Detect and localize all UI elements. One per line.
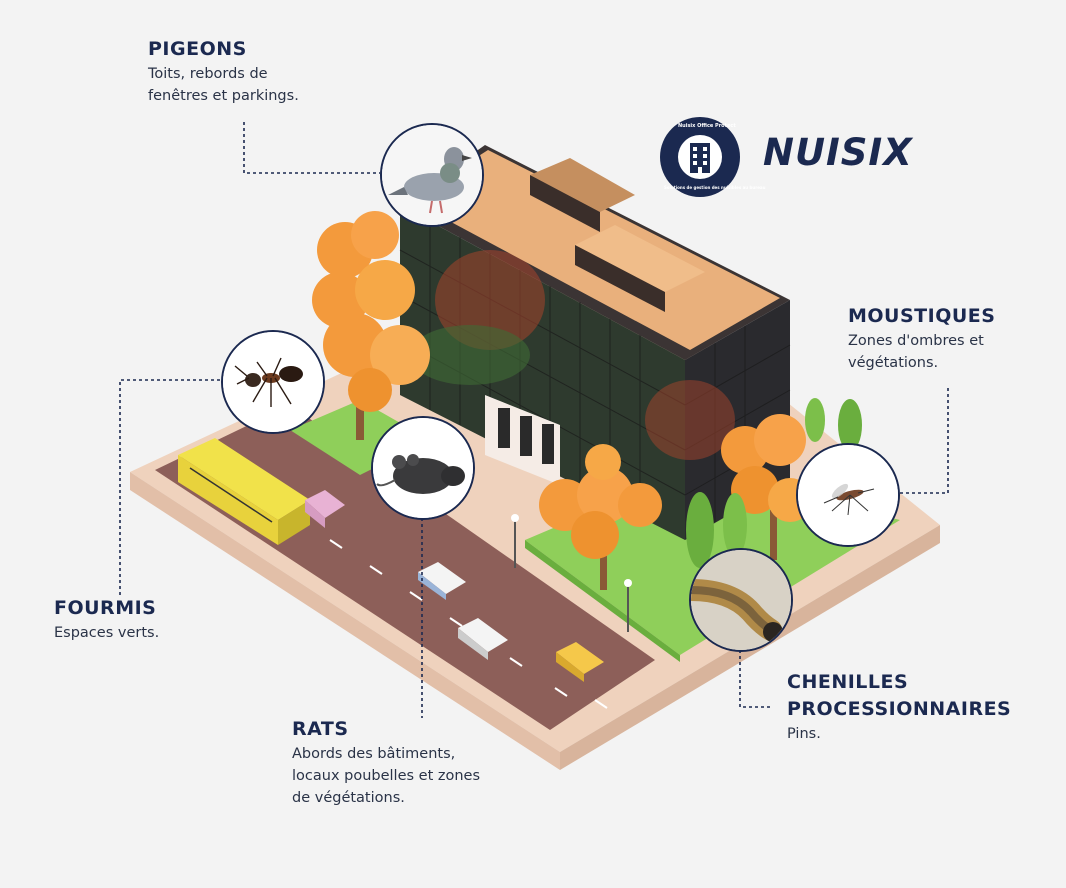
label-fourmis: FOURMIS Espaces verts. <box>54 595 159 644</box>
rats-desc: Abords des bâtiments, locaux poubelles e… <box>292 746 481 806</box>
caterpillar-icon <box>691 550 791 650</box>
rat-icon <box>373 418 473 518</box>
building-icon <box>678 135 722 179</box>
brand-badge: Nuisix Office Protect Solutions de gesti… <box>660 117 765 197</box>
label-moustiques: MOUSTIQUES Zones d'ombres et végétations… <box>848 303 995 374</box>
pigeons-desc: Toits, rebords de fenêtres et parkings. <box>148 66 299 104</box>
moustiques-desc: Zones d'ombres et végétations. <box>848 333 984 371</box>
label-rats: RATS Abords des bâtiments, locaux poubel… <box>292 716 480 809</box>
caterpillar-photo <box>689 548 793 652</box>
street-lamps <box>511 514 632 632</box>
brand-logo: Nuisix Office Protect Solutions de gesti… <box>660 117 950 197</box>
rats-title: RATS <box>292 718 349 740</box>
label-chenilles: CHENILLES PROCESSIONNAIRES Pins. <box>787 669 1011 745</box>
fourmis-desc: Espaces verts. <box>54 625 160 641</box>
badge-text-bottom: Solutions de gestion des nuisibles au bu… <box>664 185 766 190</box>
brand-name: NUISIX <box>763 131 913 174</box>
pigeon-icon <box>382 125 482 225</box>
rat-photo <box>371 416 475 520</box>
ant-icon <box>223 332 323 432</box>
fourmis-title: FOURMIS <box>54 597 157 619</box>
chenilles-title-line2: PROCESSIONNAIRES <box>787 698 1012 720</box>
chenilles-desc: Pins. <box>787 726 821 742</box>
moustiques-title: MOUSTIQUES <box>848 305 996 327</box>
ant-photo <box>221 330 325 434</box>
vehicles <box>178 438 604 682</box>
mosquito-icon <box>798 445 898 545</box>
chenilles-title-line1: CHENILLES <box>787 671 909 693</box>
trees <box>312 211 862 590</box>
mosquito-photo <box>796 443 900 547</box>
pigeons-title: PIGEONS <box>148 38 247 60</box>
leader-lines <box>119 122 949 718</box>
badge-text-top: Nuisix Office Protect <box>678 123 736 129</box>
label-pigeons: PIGEONS Toits, rebords de fenêtres et pa… <box>148 36 299 107</box>
pigeon-photo <box>380 123 484 227</box>
